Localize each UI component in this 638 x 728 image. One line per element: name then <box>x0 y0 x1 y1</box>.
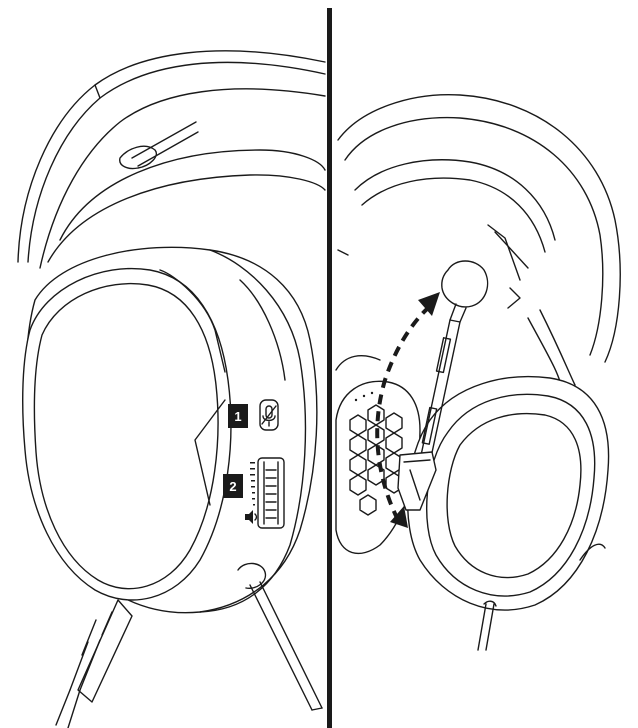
speaker-volume-icon <box>245 510 258 524</box>
right-headband <box>337 93 621 391</box>
right-cable <box>477 600 497 651</box>
callout-1: 1 <box>228 404 248 428</box>
right-near-earcup <box>407 375 610 611</box>
callout-2: 2 <box>223 474 243 498</box>
microphone-boom[interactable] <box>397 260 489 511</box>
right-panel <box>335 93 621 651</box>
left-headband-pad <box>47 149 326 263</box>
panel-divider <box>327 8 332 728</box>
mic-mute-icon <box>261 405 277 427</box>
double-arrow-icon <box>375 292 440 528</box>
left-panel: 1 2 <box>17 50 326 728</box>
volume-level-indicator <box>250 462 255 506</box>
left-stem <box>55 599 133 728</box>
callout-1-label: 1 <box>234 409 241 424</box>
volume-wheel-ridges <box>265 469 277 519</box>
left-cable <box>237 562 323 711</box>
left-headband <box>17 50 326 269</box>
left-earcup <box>22 246 318 614</box>
left-controls: 1 2 <box>223 399 285 529</box>
callout-2-label: 2 <box>229 479 236 494</box>
